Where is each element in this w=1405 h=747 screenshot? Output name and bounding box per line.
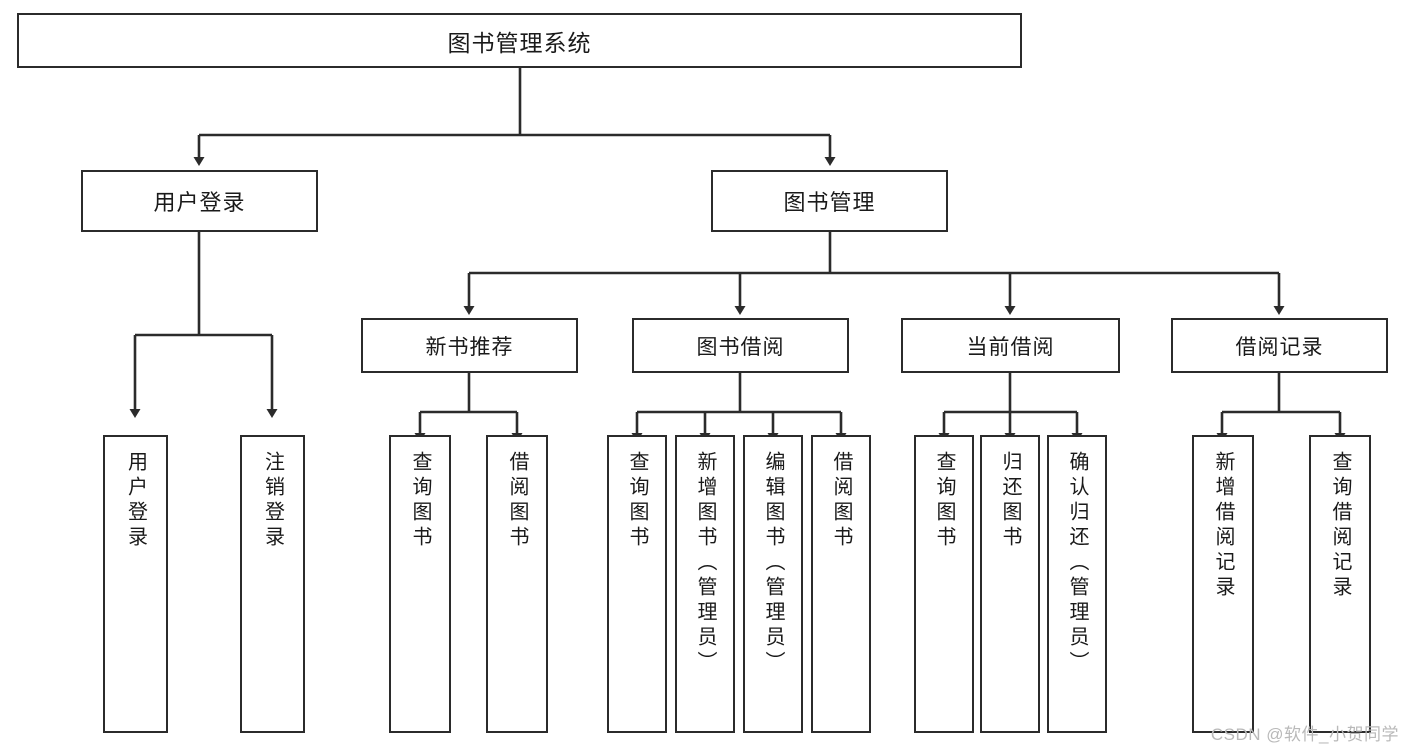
- leaf-label: 查询图书: [626, 451, 648, 551]
- leaf-new-book-borrow-book[interactable]: 借阅图书: [486, 435, 548, 733]
- node-user-login[interactable]: 用户登录: [81, 170, 318, 232]
- leaf-label: 确认归还（管理员）: [1066, 451, 1088, 676]
- node-book-management[interactable]: 图书管理: [711, 170, 948, 232]
- leaf-label: 借阅图书: [506, 451, 528, 551]
- leaf-label: 查询图书: [409, 451, 431, 551]
- node-new-book-recommend[interactable]: 新书推荐: [361, 318, 578, 373]
- node-label: 当前借阅: [966, 335, 1055, 359]
- leaf-user-login-login[interactable]: 用户登录: [103, 435, 168, 733]
- leaf-label: 注销登录: [261, 451, 284, 551]
- node-root-book-management-system[interactable]: 图书管理系统: [17, 13, 1022, 68]
- node-borrow-record[interactable]: 借阅记录: [1171, 318, 1388, 373]
- leaf-current-borrow-return-book[interactable]: 归还图书: [980, 435, 1040, 733]
- leaf-book-borrow-query-book[interactable]: 查询图书: [607, 435, 667, 733]
- leaf-label: 新增图书（管理员）: [694, 451, 716, 676]
- leaf-new-book-query-book[interactable]: 查询图书: [389, 435, 451, 733]
- leaf-label: 查询图书: [933, 451, 955, 551]
- node-label: 图书管理: [783, 190, 876, 215]
- node-label: 图书借阅: [696, 335, 785, 359]
- leaf-label: 查询借阅记录: [1329, 451, 1351, 601]
- node-current-borrow[interactable]: 当前借阅: [901, 318, 1120, 373]
- leaf-user-login-logout[interactable]: 注销登录: [240, 435, 305, 733]
- node-book-borrow[interactable]: 图书借阅: [632, 318, 849, 373]
- leaf-label: 用户登录: [124, 451, 147, 551]
- leaf-book-borrow-borrow-book[interactable]: 借阅图书: [811, 435, 871, 733]
- node-label: 图书管理系统: [447, 29, 592, 56]
- csdn-watermark: CSDN @软件_小贺同学: [1210, 725, 1399, 744]
- leaf-current-borrow-confirm-return-admin[interactable]: 确认归还（管理员）: [1047, 435, 1107, 733]
- leaf-label: 归还图书: [999, 451, 1021, 551]
- leaf-book-borrow-edit-book-admin[interactable]: 编辑图书（管理员）: [743, 435, 803, 733]
- leaf-label: 新增借阅记录: [1212, 451, 1234, 601]
- leaf-label: 借阅图书: [830, 451, 852, 551]
- node-label: 借阅记录: [1235, 335, 1324, 359]
- leaf-current-borrow-query-book[interactable]: 查询图书: [914, 435, 974, 733]
- leaf-borrow-record-add-record[interactable]: 新增借阅记录: [1192, 435, 1254, 733]
- node-label: 用户登录: [153, 190, 246, 215]
- leaf-book-borrow-add-book-admin[interactable]: 新增图书（管理员）: [675, 435, 735, 733]
- leaf-borrow-record-query-record[interactable]: 查询借阅记录: [1309, 435, 1371, 733]
- node-label: 新书推荐: [425, 335, 514, 359]
- leaf-label: 编辑图书（管理员）: [762, 451, 784, 676]
